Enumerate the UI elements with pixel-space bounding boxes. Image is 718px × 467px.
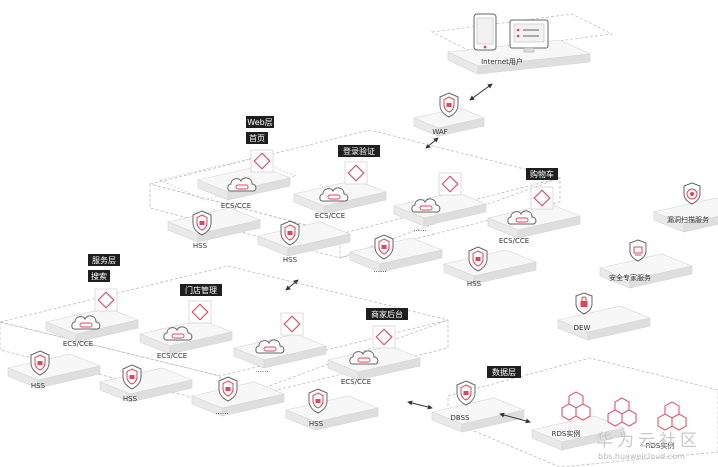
svg-text:首页: 首页 xyxy=(249,133,265,143)
svc-merchant-compute-label: ECS/CCE xyxy=(341,378,371,386)
dbss-shield-icon xyxy=(456,380,476,406)
service-dbss-link xyxy=(407,400,433,410)
web-login-tag: 登录验证 xyxy=(338,145,380,157)
data-layer: 数据层 DBSS RDS实例 RDS实例 xyxy=(431,357,718,467)
svg-text:商家后台: 商家后台 xyxy=(371,309,403,319)
web-home-hss-slab xyxy=(167,207,261,243)
cce-icon xyxy=(94,288,118,312)
web-layer: Web层 首页 ECS/CCE HSS 登录验证 xyxy=(149,116,581,288)
security-expert-icon xyxy=(629,239,647,262)
security-expert-service: 安全专家服务 xyxy=(599,239,693,289)
security-expert-label: 安全专家服务 xyxy=(609,273,651,282)
svg-text:服务层: 服务层 xyxy=(92,255,116,265)
svg-text:门店管理: 门店管理 xyxy=(185,285,217,295)
rds-label-2: RDS实例 xyxy=(646,441,675,450)
svg-text:Web层: Web层 xyxy=(247,118,272,127)
web-more-compute-label: ...... xyxy=(413,225,426,233)
cce-icon xyxy=(530,186,554,210)
vuln-scan-icon xyxy=(683,182,701,205)
dbss-slab xyxy=(431,397,525,433)
dbss-node: DBSS xyxy=(431,380,525,433)
cce-icon xyxy=(344,161,368,185)
svc-store-hss-slab xyxy=(99,367,193,403)
web-cart-compute-label: ECS/CCE xyxy=(499,237,529,245)
svc-store-compute-label: ECS/CCE xyxy=(157,352,187,360)
internet-users: Internet用户 xyxy=(430,13,614,75)
data-layer-title: 数据层 xyxy=(487,366,521,378)
rds-icon xyxy=(607,397,637,427)
service-layer-title: 服务层 xyxy=(88,254,120,266)
web-login-hss-label: HSS xyxy=(283,256,298,264)
tablet-icon xyxy=(473,13,497,51)
vuln-scan-service: 漏洞扫描服务 xyxy=(653,182,718,233)
web-more-hss-slab xyxy=(349,237,443,273)
web-service-link xyxy=(285,279,299,291)
svc-more-hss-label: ...... xyxy=(215,408,228,416)
service-group-merchant: 商家后台 ECS/CCE HSS xyxy=(285,308,421,431)
svc-search-compute-label: ECS/CCE xyxy=(63,340,93,348)
svc-more-hss-slab xyxy=(191,381,285,417)
svg-text:数据层: 数据层 xyxy=(492,367,516,377)
web-group-home: 首页 ECS/CCE HSS xyxy=(158,132,298,250)
dew-lock-icon xyxy=(575,292,593,315)
service-group-store: 门店管理 ECS/CCE HSS xyxy=(99,284,233,403)
web-login-hss-slab xyxy=(257,221,351,257)
dbss-rds-link xyxy=(499,412,531,424)
svc-more-compute-label: ...... xyxy=(255,366,268,374)
cce-icon xyxy=(438,172,462,196)
vuln-scan-slab xyxy=(653,197,718,233)
rds-icon xyxy=(657,401,687,431)
web-login-compute-label: ECS/CCE xyxy=(315,212,345,220)
svc-search-hss-label: HSS xyxy=(31,382,46,390)
dew-slab xyxy=(557,305,651,341)
waf-web-link xyxy=(425,137,439,149)
svg-text:登录验证: 登录验证 xyxy=(343,146,375,156)
cce-icon xyxy=(250,149,274,173)
rds-label: RDS实例 xyxy=(552,429,581,438)
internet-waf-link xyxy=(469,83,493,101)
rds-node-2: RDS实例 xyxy=(646,401,687,450)
dew-label: DEW xyxy=(574,324,591,332)
service-group-more: ...... ...... xyxy=(191,312,327,417)
waf-node: WAF xyxy=(413,92,485,137)
cce-icon xyxy=(188,300,212,324)
web-layer-title: Web层 xyxy=(246,116,274,128)
web-group-cart: 购物车 ECS/CCE HSS xyxy=(443,168,581,288)
svc-store-hss-label: HSS xyxy=(123,395,138,403)
web-home-tag: 首页 xyxy=(246,132,268,144)
desktop-icon xyxy=(509,19,549,53)
service-group-search: 搜索 ECS/CCE HSS xyxy=(7,270,139,390)
watermark-url: bbs.huaweicloud.com xyxy=(598,452,685,461)
svc-search-hss-slab xyxy=(7,353,101,389)
svg-text:搜索: 搜索 xyxy=(91,271,107,281)
web-cart-hss-label: HSS xyxy=(467,280,482,288)
web-more-hss-label: ...... xyxy=(373,266,386,274)
security-expert-slab xyxy=(599,253,693,289)
watermark: 华为云社区 bbs.huaweicloud.com xyxy=(596,431,701,461)
web-group-more: ...... ...... xyxy=(349,172,487,274)
dbss-label: DBSS xyxy=(451,414,471,422)
dew-service: DEW xyxy=(557,292,651,341)
svc-merchant-hss-slab xyxy=(285,395,379,431)
internet-users-label: Internet用户 xyxy=(481,57,523,66)
svc-search-tag: 搜索 xyxy=(88,270,110,282)
web-cart-tag: 购物车 xyxy=(526,168,558,180)
svc-merchant-tag: 商家后台 xyxy=(366,308,408,320)
web-home-compute-label: ECS/CCE xyxy=(221,202,251,210)
rds-node: RDS实例 xyxy=(531,391,637,451)
vuln-scan-label: 漏洞扫描服务 xyxy=(667,215,709,224)
service-layer: 服务层 搜索 ECS/CCE HSS 门店管理 xyxy=(0,254,449,431)
svc-store-tag: 门店管理 xyxy=(180,284,222,296)
cce-icon xyxy=(280,312,304,336)
svc-merchant-hss-label: HSS xyxy=(309,420,324,428)
rds-icon xyxy=(561,391,591,421)
waf-label: WAF xyxy=(432,128,447,136)
web-group-login: 登录验证 ECS/CCE HSS xyxy=(257,145,387,264)
svg-text:购物车: 购物车 xyxy=(530,169,554,179)
web-cart-hss-slab xyxy=(443,249,537,285)
cce-icon xyxy=(372,325,396,349)
web-home-hss-label: HSS xyxy=(193,242,208,250)
watermark-text: 华为云社区 xyxy=(596,431,701,451)
